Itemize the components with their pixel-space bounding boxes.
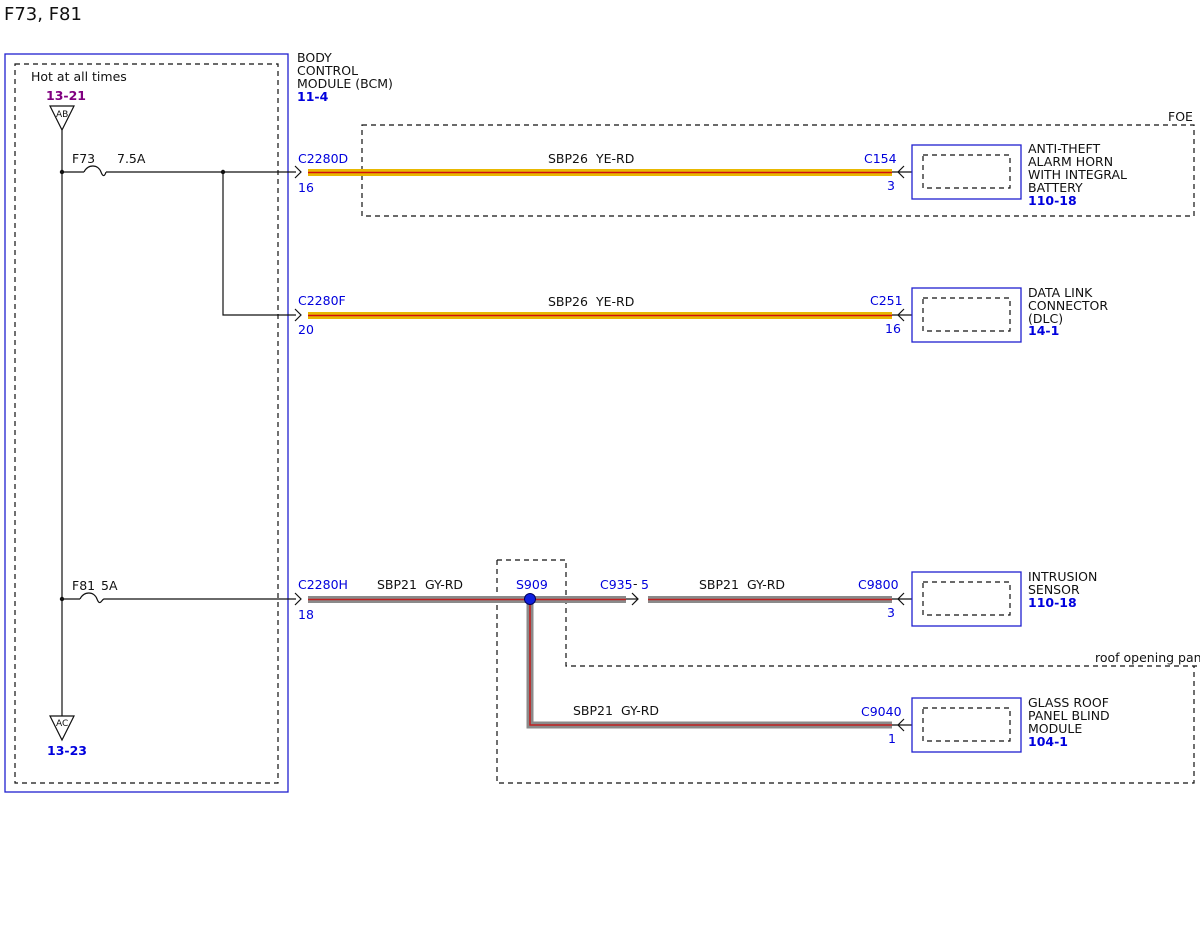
wire-3-far-color: GY-RD xyxy=(747,577,785,592)
hot-at-all-times-label: Hot at all times xyxy=(31,69,127,84)
component-4-line3: MODULE xyxy=(1028,721,1082,736)
connector-arrow-icon xyxy=(294,592,302,606)
source-triangle-icon xyxy=(49,105,75,132)
component-4-ref[interactable]: 104-1 xyxy=(1028,734,1068,749)
component-1-line1: ANTI-THEFT xyxy=(1028,141,1100,156)
component-1-line3: WITH INTEGRAL xyxy=(1028,167,1127,182)
bcm-name-line3: MODULE (BCM) xyxy=(297,76,393,91)
wire-3-pin: 18 xyxy=(298,607,314,622)
wire-3-far-connector[interactable]: C9800 xyxy=(858,577,899,592)
connector-arrow-icon xyxy=(897,718,905,732)
page-title: F73, F81 xyxy=(4,4,82,25)
wire-3-color: GY-RD xyxy=(425,577,463,592)
component-glass-roof-module[interactable] xyxy=(911,697,1022,753)
wire-2-far-pin: 16 xyxy=(885,321,901,336)
roof-label: roof opening panel xyxy=(1095,650,1200,665)
bcm-module-box[interactable] xyxy=(4,53,289,793)
ground-ref[interactable]: 13-23 xyxy=(47,743,87,758)
connector-arrow-icon xyxy=(294,165,302,179)
wire-4-color: GY-RD xyxy=(621,703,659,718)
wire-1-circuit: SBP26 xyxy=(548,151,588,166)
wire-2-far-connector[interactable]: C251 xyxy=(870,293,903,308)
roof-option-outline xyxy=(497,559,1200,667)
wire-1-far-pin: 3 xyxy=(887,178,895,193)
component-2-line2: CONNECTOR xyxy=(1028,298,1108,313)
fuse-f81-icon xyxy=(79,592,105,604)
component-intrusion-sensor[interactable] xyxy=(911,571,1022,627)
foe-label: FOE xyxy=(1168,109,1193,124)
wire-1-color: YE-RD xyxy=(595,151,634,166)
wire-3-far-circuit: SBP21 xyxy=(699,577,739,592)
component-3-line1: INTRUSION xyxy=(1028,569,1097,584)
bcm-name-line1: BODY xyxy=(297,50,332,65)
wire-3-circuit: SBP21 xyxy=(377,577,417,592)
component-1-line4: BATTERY xyxy=(1028,180,1083,195)
connector-arrow-icon xyxy=(897,592,905,606)
wire-2-pin: 20 xyxy=(298,322,314,337)
component-4-line2: PANEL BLIND xyxy=(1028,708,1110,723)
branch-wire xyxy=(222,172,296,316)
splice-dot-icon[interactable] xyxy=(524,593,536,605)
wire-2-connector[interactable]: C2280F xyxy=(298,293,346,308)
fuse-f81-id: F81 xyxy=(72,578,95,593)
bcm-internal-box xyxy=(14,63,279,784)
component-2-line3: (DLC) xyxy=(1028,311,1063,326)
wire-1-far-connector[interactable]: C154 xyxy=(864,151,897,166)
fuse-f81-rating: 5A xyxy=(101,578,118,593)
component-1-line2: ALARM HORN xyxy=(1028,154,1113,169)
wire-2-color: YE-RD xyxy=(595,294,634,309)
bcm-ref[interactable]: 11-4 xyxy=(297,89,329,104)
wire-1-pin: 16 xyxy=(298,180,314,195)
component-3-ref[interactable]: 110-18 xyxy=(1028,595,1077,610)
ground-triangle-icon xyxy=(49,715,75,742)
fuse-f73-icon xyxy=(83,165,107,177)
bcm-name-line2: CONTROL xyxy=(297,63,358,78)
component-3-line2: SENSOR xyxy=(1028,582,1080,597)
component-1-ref[interactable]: 110-18 xyxy=(1028,193,1077,208)
wire-2-circuit: SBP26 xyxy=(548,294,588,309)
fuse-f73-rating: 7.5A xyxy=(117,151,146,166)
wire-3-connector[interactable]: C2280H xyxy=(298,577,348,592)
connector-arrow-icon xyxy=(897,165,905,179)
inline-connector[interactable]: C935 xyxy=(600,577,633,592)
wire-4-far-connector[interactable]: C9040 xyxy=(861,704,902,719)
connector-arrow-icon xyxy=(294,308,302,322)
wire-3-far-pin: 3 xyxy=(887,605,895,620)
connector-arrow-icon xyxy=(897,308,905,322)
svg-text:-: - xyxy=(633,576,638,591)
splice-label[interactable]: S909 xyxy=(516,577,548,592)
inline-pin: 5 xyxy=(641,577,649,592)
fuse-f73-id: F73 xyxy=(72,151,95,166)
source-ref[interactable]: 13-21 xyxy=(46,88,86,103)
component-4-line1: GLASS ROOF xyxy=(1028,695,1109,710)
wire-4-far-pin: 1 xyxy=(888,731,896,746)
component-2-line1: DATA LINK xyxy=(1028,285,1093,300)
wire-4-circuit: SBP21 xyxy=(573,703,613,718)
component-2-ref[interactable]: 14-1 xyxy=(1028,323,1059,338)
wire-1-connector[interactable]: C2280D xyxy=(298,151,348,166)
ground-tag: AC xyxy=(56,719,68,729)
source-tag: AB xyxy=(56,110,68,120)
component-dlc[interactable] xyxy=(911,287,1022,343)
component-alarm-horn[interactable] xyxy=(911,144,1022,200)
